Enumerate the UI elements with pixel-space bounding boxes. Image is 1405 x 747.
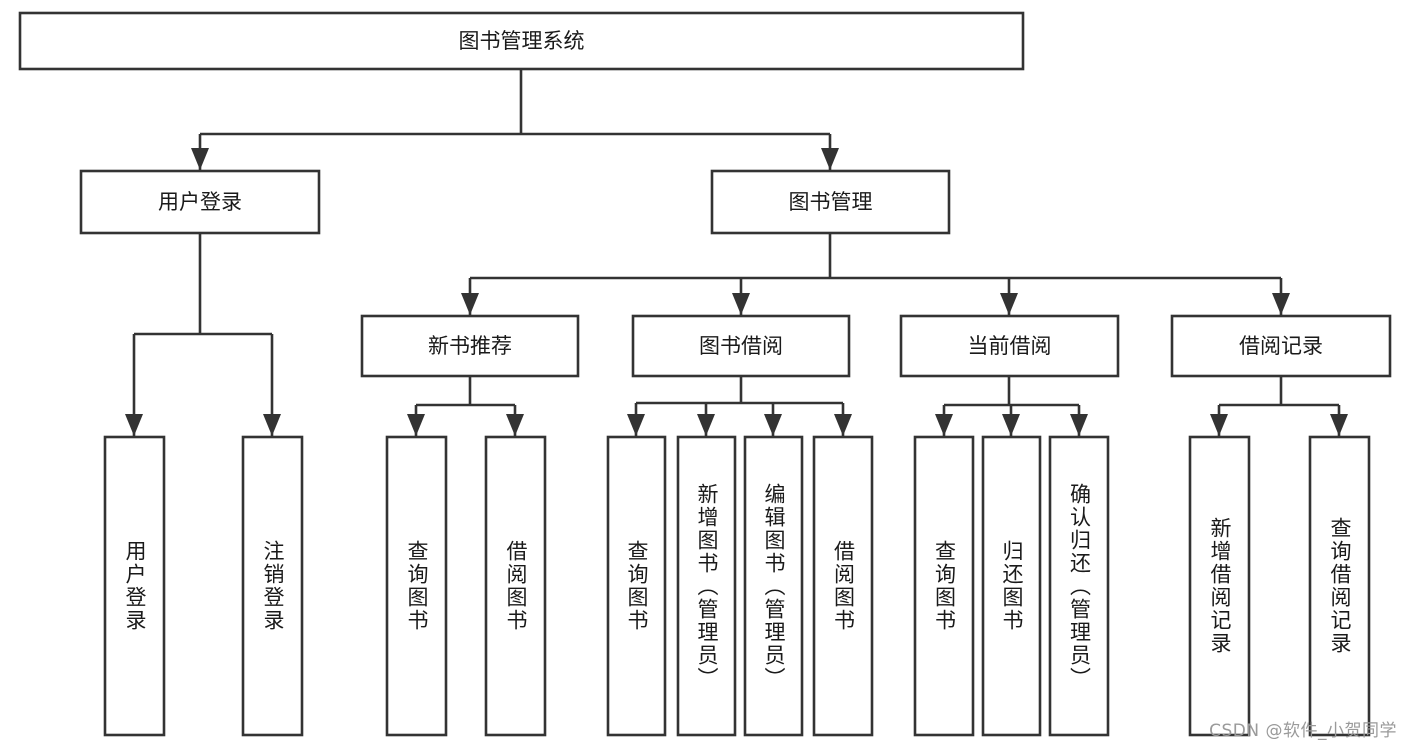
connector-layer	[125, 69, 1348, 436]
node-box-l3-图书借阅-1[interactable]	[631, 314, 851, 378]
node-box-l3-当前借阅-2[interactable]	[899, 314, 1120, 378]
node-box-leaf-查询图书-2[interactable]	[385, 435, 448, 737]
arrow-head-icon	[764, 414, 782, 436]
node-box-leaf-归还图书-9[interactable]	[981, 435, 1042, 737]
arrow-head-icon	[732, 293, 750, 315]
node-box-l3-借阅记录-3[interactable]	[1170, 314, 1392, 378]
node-box-l2-图书管理-1[interactable]	[710, 169, 951, 235]
arrow-head-icon	[1070, 414, 1088, 436]
arrow-head-icon	[1330, 414, 1348, 436]
node-label-新书推荐: 新书推荐	[428, 334, 512, 358]
arrow-head-icon	[834, 414, 852, 436]
node-box-l2-用户登录-0[interactable]	[79, 169, 321, 235]
node-box-leaf-注销登录-1[interactable]	[241, 435, 304, 737]
arrow-head-icon	[697, 414, 715, 436]
arrow-head-icon	[263, 414, 281, 436]
node-box-leaf-确认归还管理员-10[interactable]	[1048, 435, 1110, 737]
arrow-head-icon	[1210, 414, 1228, 436]
arrow-head-icon	[506, 414, 524, 436]
arrow-head-icon	[627, 414, 645, 436]
node-box-leaf-新增借阅记录-11[interactable]	[1188, 435, 1251, 737]
node-box-leaf-借阅图书-3[interactable]	[484, 435, 547, 737]
node-box-leaf-借阅图书-7[interactable]	[812, 435, 874, 737]
arrow-head-icon	[125, 414, 143, 436]
node-box-leaf-查询图书-8[interactable]	[913, 435, 975, 737]
arrow-head-icon	[191, 148, 209, 170]
node-box-leaf-用户登录-0[interactable]	[103, 435, 166, 737]
arrow-head-icon	[461, 293, 479, 315]
node-label-图书借阅: 图书借阅	[699, 334, 783, 358]
arrow-head-icon	[407, 414, 425, 436]
node-label-借阅记录: 借阅记录	[1239, 334, 1323, 358]
arrow-head-icon	[1272, 293, 1290, 315]
csdn-watermark: CSDN @软件_小贺同学	[1209, 721, 1397, 741]
arrow-head-icon	[1002, 414, 1020, 436]
node-box-layer	[18, 11, 1392, 737]
node-box-leaf-编辑图书管理员-6[interactable]	[743, 435, 804, 737]
node-label-图书管理: 图书管理	[789, 190, 873, 214]
node-box-leaf-查询借阅记录-12[interactable]	[1308, 435, 1371, 737]
node-box-leaf-查询图书-4[interactable]	[606, 435, 667, 737]
arrow-head-icon	[935, 414, 953, 436]
arrow-head-icon	[821, 148, 839, 170]
node-label-当前借阅: 当前借阅	[968, 334, 1052, 358]
node-box-root-图书管理系统-0[interactable]	[18, 11, 1025, 71]
node-box-l3-新书推荐-0[interactable]	[360, 314, 580, 378]
node-label-图书管理系统: 图书管理系统	[459, 29, 585, 53]
node-box-leaf-新增图书管理员-5[interactable]	[676, 435, 737, 737]
node-label-用户登录: 用户登录	[158, 190, 242, 214]
arrow-head-icon	[1000, 293, 1018, 315]
